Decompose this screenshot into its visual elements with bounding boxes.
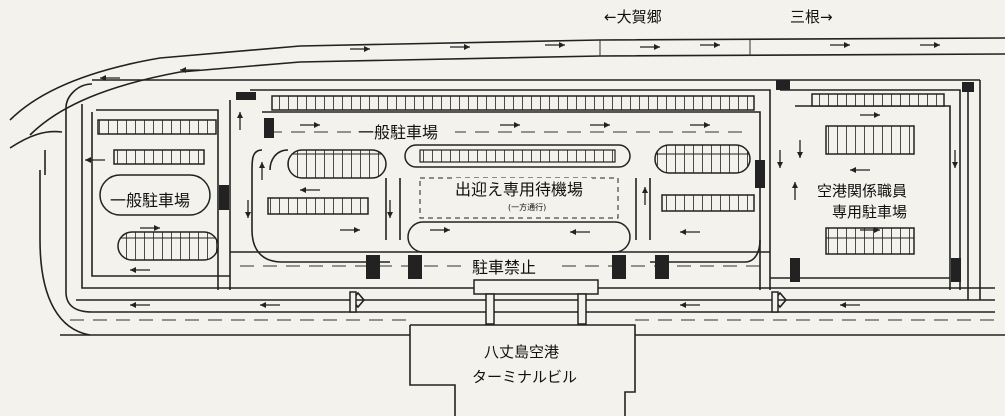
traffic-arrow-head [259,162,265,168]
traffic-arrow-head [850,167,856,173]
traffic-arrow-head [844,42,850,48]
staff-parking-label-line2: 専用駐車場 [832,203,907,221]
traffic-arrow-head [85,157,91,163]
traffic-arrow-head [559,42,565,48]
traffic-arrow-head [840,302,846,308]
terminal-walkways [349,279,788,325]
traffic-arrow-head [444,227,450,233]
main-road [9,37,1005,336]
crosswalks [219,80,974,282]
traffic-arrow-head [680,302,686,308]
traffic-arrow-head [354,227,360,233]
traffic-arrow-head [874,112,880,118]
general-parking-left-label: 一般駐車場 [110,191,190,210]
no-parking-road [230,251,950,279]
traffic-arrow-head [387,212,393,218]
staff-parking-label-line1: 空港関係職員 [817,182,907,200]
parking-perimeter [60,79,1005,336]
traffic-arrow-head [792,182,798,188]
traffic-arrow-head [642,187,648,193]
one-way-label: (一方通行) [508,202,546,212]
traffic-arrow-head [704,122,710,128]
traffic-arrow-head [180,67,186,73]
west-direction-label: ←大賀郷 [604,8,662,26]
traffic-arrow-head [797,152,803,158]
traffic-arrows [85,42,958,308]
traffic-arrow-head [604,122,610,128]
general-parking-top-label: 一般駐車場 [358,123,438,142]
traffic-arrow-head [777,162,783,168]
traffic-arrow-head [874,227,880,233]
traffic-arrow-head [245,212,251,218]
east-direction-label: 三根→ [790,8,833,26]
traffic-arrow-head [514,122,520,128]
traffic-arrow-head [130,302,136,308]
traffic-arrow-head [570,229,576,235]
traffic-arrow-head [364,46,370,52]
traffic-arrow-head [464,44,470,50]
traffic-arrow-head [934,42,940,48]
left-parking-lot [96,100,231,290]
staff-parking-lot [780,80,981,300]
traffic-arrow-head [154,225,160,231]
traffic-arrow-head [237,112,243,118]
pickup-waiting-label: 出迎え専用待機場 [455,180,583,199]
traffic-arrow-head [100,75,106,81]
traffic-arrow-head [260,302,266,308]
no-parking-label: 駐車禁止 [472,258,536,277]
traffic-arrow-head [130,267,136,273]
traffic-arrow-head [300,187,306,193]
traffic-arrow-head [952,162,958,168]
terminal-label-line2: ターミナルビル [472,368,577,386]
traffic-arrow-head [714,42,720,48]
terminal-building [409,324,636,416]
traffic-arrow-head [314,122,320,128]
traffic-arrow-head [680,229,686,235]
traffic-arrow-head [654,44,660,50]
terminal-label-line1: 八丈島空港 [484,343,559,361]
